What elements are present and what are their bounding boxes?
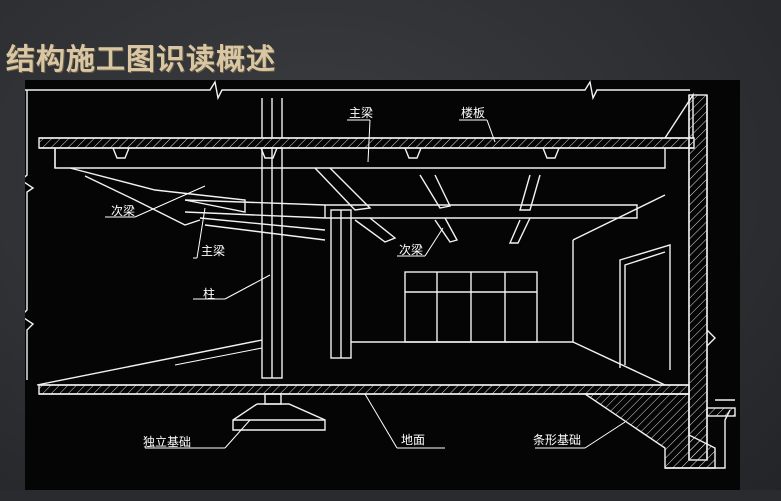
ground-slab [38, 384, 690, 395]
label-ground: 地面 [401, 433, 425, 447]
right-wall [688, 94, 716, 461]
columns [261, 98, 352, 379]
beams [54, 147, 666, 244]
room-perspective [36, 194, 671, 386]
break-lines [25, 80, 690, 380]
label-main-beam-left: 主梁 [201, 243, 225, 258]
page-title: 结构施工图识读概述 [6, 42, 277, 76]
label-floor-slab: 楼板 [461, 105, 485, 120]
structural-drawing: 主梁 楼板 次梁 主梁 柱 次梁 独立基础 地面 条形基础 [25, 80, 740, 501]
label-strip-foundation: 条形基础 [533, 433, 581, 447]
floor-slab [38, 92, 695, 149]
label-secondary-beam-mid: 次梁 [399, 242, 423, 257]
isolated-foundation-shape [232, 393, 326, 431]
label-secondary-beam-left: 次梁 [111, 203, 135, 218]
strip-foundation-shape [582, 393, 736, 469]
leader-lines [105, 119, 626, 449]
label-main-beam-top: 主梁 [349, 105, 373, 120]
label-column: 柱 [203, 286, 215, 301]
bottom-strip [0, 490, 781, 501]
label-isolated-foundation: 独立基础 [143, 434, 191, 449]
